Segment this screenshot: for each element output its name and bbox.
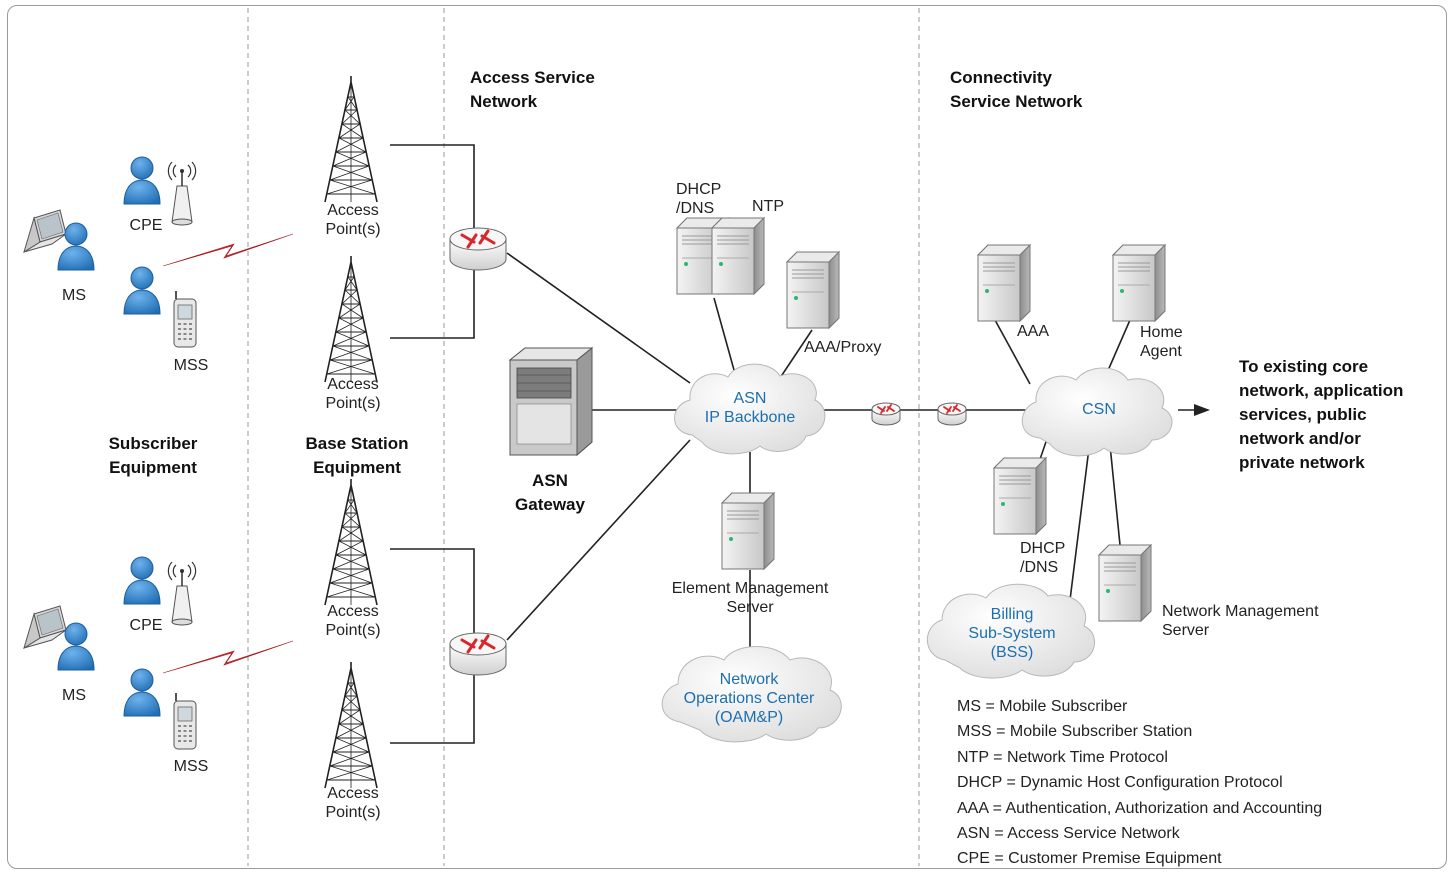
zone-dividers bbox=[247, 8, 920, 866]
antenna-icon bbox=[167, 561, 197, 626]
bss-label: Billing Sub-System (BSS) bbox=[968, 606, 1056, 661]
zone-title-subscriber: Subscriber Equipment bbox=[108, 434, 198, 477]
tower-icon bbox=[324, 255, 378, 383]
router-icon bbox=[448, 631, 508, 677]
aaa-proxy-label: AAA/Proxy bbox=[804, 339, 882, 356]
cloud-icon bbox=[674, 363, 826, 455]
home-agent-label: Home Agent bbox=[1140, 324, 1183, 360]
zone-title-csn: Connectivity Service Network bbox=[950, 68, 1083, 111]
person-icon bbox=[123, 556, 161, 605]
aaa-label: AAA bbox=[1017, 323, 1050, 340]
tower-icon bbox=[324, 661, 378, 789]
zone-title-base-station: Base Station Equipment bbox=[305, 434, 409, 477]
ms-label: MS bbox=[62, 287, 86, 304]
router-icon bbox=[871, 402, 901, 426]
arrow-head bbox=[1194, 404, 1210, 416]
router-icon bbox=[937, 402, 967, 426]
destination-label: To existing core network, application se… bbox=[1239, 357, 1404, 472]
dhcp-dns-label: DHCP /DNS bbox=[676, 181, 722, 217]
legend-item: AAA = Authentication, Authorization and … bbox=[957, 799, 1323, 817]
element-management-label: Element Management Server bbox=[671, 580, 829, 616]
asn-gateway-label: ASN Gateway bbox=[515, 471, 585, 514]
phone-icon bbox=[173, 692, 197, 750]
server-icon bbox=[1112, 244, 1166, 322]
ms-label: MS bbox=[62, 687, 86, 704]
mss-label: MSS bbox=[173, 758, 209, 775]
cpe-label: CPE bbox=[129, 217, 163, 234]
dhcp-dns-label: DHCP /DNS bbox=[1020, 540, 1066, 576]
laptop-icon bbox=[23, 605, 67, 649]
asn-backbone-label: ASN IP Backbone bbox=[704, 390, 796, 426]
legend-item: CPE = Customer Premise Equipment bbox=[957, 850, 1222, 868]
cloud-icon bbox=[926, 583, 1095, 679]
cpe-label: CPE bbox=[129, 617, 163, 634]
access-point-label: Access Point(s) bbox=[325, 785, 381, 821]
server-icon bbox=[993, 457, 1047, 535]
server-icon bbox=[711, 217, 765, 295]
csn-label: CSN bbox=[1082, 401, 1116, 418]
access-point-label: Access Point(s) bbox=[325, 376, 381, 412]
noc-label: Network Operations Center (OAM&P) bbox=[683, 671, 815, 726]
access-point-label: Access Point(s) bbox=[325, 603, 381, 639]
legend: MS = Mobile Subscriber MSS = Mobile Subs… bbox=[957, 694, 1322, 872]
ntp-label: NTP bbox=[752, 198, 784, 215]
diagram-frame bbox=[7, 5, 1447, 869]
cloud-icon bbox=[661, 646, 842, 743]
wireless-link-icon bbox=[162, 640, 294, 674]
router-icon bbox=[448, 226, 508, 272]
server-icon bbox=[977, 244, 1031, 322]
laptop-icon bbox=[23, 209, 67, 253]
phone-icon bbox=[173, 290, 197, 348]
wireless-link-icon bbox=[162, 233, 294, 267]
gateway-icon bbox=[508, 346, 594, 457]
legend-item: MS = Mobile Subscriber bbox=[957, 698, 1128, 715]
zone-title-asn: Access Service Network bbox=[470, 68, 595, 111]
antenna-icon bbox=[167, 161, 197, 226]
person-icon bbox=[123, 156, 161, 205]
tower-icon bbox=[324, 75, 378, 203]
server-icon bbox=[786, 251, 840, 329]
access-point-label: Access Point(s) bbox=[325, 202, 381, 238]
person-icon bbox=[123, 668, 161, 717]
legend-item: ASN = Access Service Network bbox=[957, 824, 1180, 842]
network-management-label: Network Management Server bbox=[1162, 603, 1319, 639]
server-icon bbox=[721, 492, 775, 570]
person-icon bbox=[123, 266, 161, 315]
legend-item: MSS = Mobile Subscriber Station bbox=[957, 723, 1193, 741]
cloud-icon bbox=[1021, 367, 1173, 457]
mss-label: MSS bbox=[173, 357, 209, 374]
legend-item: NTP = Network Time Protocol bbox=[957, 748, 1168, 766]
legend-item: DHCP = Dynamic Host Configuration Protoc… bbox=[957, 774, 1283, 792]
tower-icon bbox=[324, 478, 378, 606]
connection-lines bbox=[390, 144, 1196, 744]
server-icon bbox=[1098, 544, 1152, 622]
